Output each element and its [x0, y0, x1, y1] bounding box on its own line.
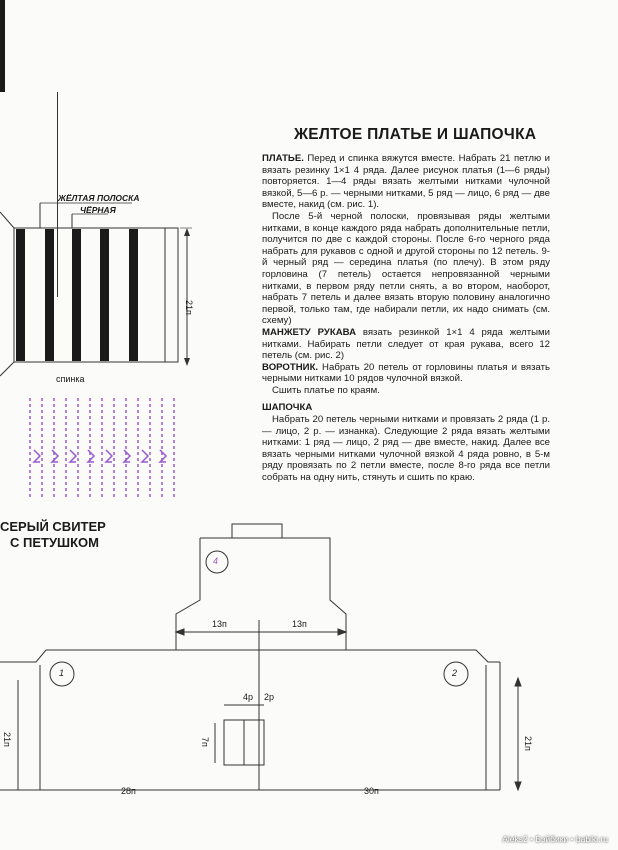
- badge-1: 1: [59, 668, 65, 678]
- dim-28p: 28п: [121, 786, 136, 796]
- cuff-paragraph: вязать резинкой 1×1 4 ряда желтыми нитка…: [262, 326, 550, 362]
- dress-paragraph: Перед и спинка вяжутся вместе. Набрать 2…: [262, 153, 550, 211]
- dim-2r: 2р: [264, 692, 275, 702]
- page-title: ЖЕЛТОЕ ПЛАТЬЕ И ШАПОЧКА: [294, 126, 537, 143]
- dim-21p-left: 21п: [2, 732, 12, 747]
- dress-heading: ПЛАТЬЕ.: [262, 153, 304, 164]
- fold-line: [57, 92, 58, 297]
- binding-edge-bar: [0, 0, 5, 92]
- hat-paragraph: Набрать 20 петель черными нитками и пров…: [262, 414, 550, 484]
- label-black-stripe: ЧЁРНАЯ: [80, 205, 116, 215]
- article-text: ПЛАТЬЕ. Перед и спинка вяжутся вместе. Н…: [262, 153, 550, 484]
- section-title-line1: СЕРЫЙ СВИТЕР: [0, 519, 106, 534]
- label-yellow-stripe: ЖЁЛТАЯ ПОЛОСКА: [58, 193, 140, 203]
- watermark-credit: Aleks2 • Бэйбики • babiki.ru: [502, 834, 608, 844]
- black-stripes: [16, 229, 138, 361]
- stitch-chart: [29, 398, 175, 498]
- cuff-heading: МАНЖЕТУ РУКАВА: [262, 326, 357, 338]
- sew-paragraph: Сшить платье по краям.: [272, 384, 380, 396]
- dim-30p: 30п: [364, 786, 379, 796]
- section-title-line2: С ПЕТУШКОМ: [10, 535, 99, 550]
- dim-21p-right: 21п: [523, 736, 533, 751]
- hat-heading: ШАПОЧКА: [262, 402, 313, 414]
- collar-paragraph: Набрать 20 петель от горловины платья и …: [262, 361, 550, 385]
- dim-4r: 4р: [243, 692, 254, 702]
- dim-height-21p: 21п: [184, 300, 194, 315]
- caption-back: спинка: [56, 374, 85, 384]
- dim-13p-left: 13п: [212, 619, 227, 629]
- dim-13p-right: 13п: [292, 619, 307, 629]
- section-title-sweater: СЕРЫЙ СВИТЕР С ПЕТУШКОМ: [0, 519, 106, 551]
- collar-heading: ВОРОТНИК.: [262, 361, 319, 373]
- dim-7p: 7п: [200, 737, 210, 747]
- dress-paragraph-2: После 5-й черной полоски, провязывая ряд…: [262, 210, 550, 327]
- badge-4: 4: [213, 556, 219, 566]
- sweater-diagram: [0, 523, 522, 792]
- badge-2: 2: [452, 668, 458, 678]
